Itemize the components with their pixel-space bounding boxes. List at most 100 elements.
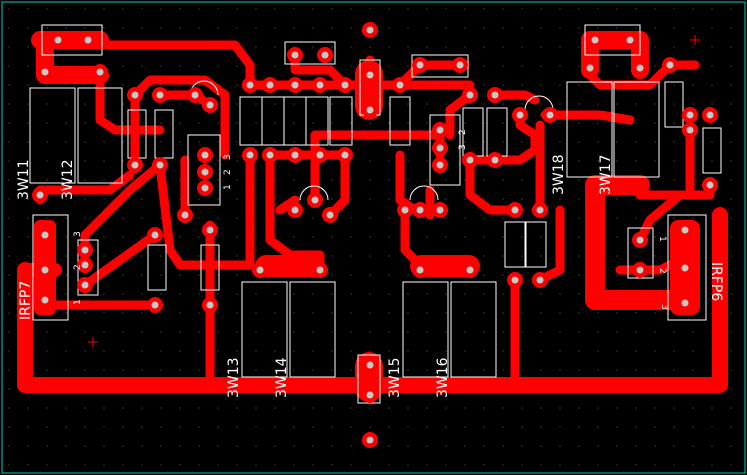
resistor-outline — [525, 221, 547, 268]
resistor-outline — [389, 96, 411, 146]
pin-number: 2 — [73, 264, 83, 270]
drill-hole — [491, 91, 499, 99]
drill-hole — [681, 264, 689, 272]
drill-hole — [636, 236, 644, 244]
label-3w12: 3W12 — [60, 159, 76, 200]
resistor-outline — [504, 221, 526, 268]
trace[interactable] — [155, 150, 255, 270]
label-3w11: 3W11 — [16, 159, 32, 200]
label-3w15: 3W15 — [387, 357, 403, 398]
drill-hole — [316, 151, 324, 159]
resistor-outline-3w11 — [29, 87, 76, 184]
drill-hole — [41, 231, 49, 239]
drill-hole — [131, 91, 139, 99]
drill-hole — [341, 151, 349, 159]
trace[interactable] — [95, 40, 255, 90]
drill-hole — [546, 111, 554, 119]
drill-hole — [84, 36, 92, 44]
trace[interactable] — [635, 185, 715, 245]
resistor-outline — [305, 96, 329, 146]
drill-hole — [81, 261, 89, 269]
drill-hole — [291, 81, 299, 89]
drill-hole — [151, 231, 159, 239]
origin-marker — [88, 337, 98, 347]
label-3w16: 3W16 — [435, 357, 451, 398]
pin-number: 3 — [659, 304, 669, 310]
resistor-outline-3w16 — [450, 281, 497, 378]
power-trace-right[interactable] — [585, 175, 700, 310]
drill-hole — [156, 161, 164, 169]
drill-hole — [96, 68, 104, 76]
drill-hole — [181, 211, 189, 219]
drill-hole — [326, 211, 334, 219]
ic-outline-irfp7 — [32, 214, 69, 321]
label-irfp7: IRFP7 — [18, 281, 34, 320]
drill-hole — [536, 276, 544, 284]
drill-hole — [681, 299, 689, 307]
trace[interactable] — [80, 230, 160, 290]
drill-hole — [291, 206, 299, 214]
resistor-outline-3w15 — [402, 281, 449, 378]
connector-outline — [429, 114, 461, 186]
resistor-outline — [357, 354, 381, 404]
drill-hole — [536, 206, 544, 214]
drill-hole — [246, 81, 254, 89]
resistor-outline — [664, 81, 684, 128]
labels-layer: 3W11 3W12 IRFP7 3W13 3W14 3W15 3W16 3W18… — [16, 129, 724, 398]
trace[interactable] — [465, 110, 540, 165]
trace[interactable] — [540, 110, 635, 125]
drill-hole — [256, 266, 264, 274]
drill-hole — [156, 91, 164, 99]
drill-hole — [416, 61, 424, 69]
trace[interactable] — [585, 60, 675, 90]
ic-outline-irfp6 — [667, 214, 707, 321]
drill-hole — [201, 184, 209, 192]
drill-hole — [191, 91, 199, 99]
drill-hole — [81, 281, 89, 289]
resistor-outline-3w18 — [566, 81, 613, 178]
pin-number: 2 — [458, 129, 468, 135]
drill-hole — [466, 156, 474, 164]
trace[interactable] — [130, 75, 230, 160]
trace[interactable] — [465, 160, 520, 215]
drill-hole — [366, 26, 374, 34]
drill-hole — [516, 111, 524, 119]
drill-hole — [201, 168, 209, 176]
drill-hole — [466, 91, 474, 99]
drill-holes — [32, 22, 718, 448]
label-3w18: 3W18 — [551, 154, 567, 195]
drill-hole — [686, 111, 694, 119]
drill-hole — [686, 126, 694, 134]
resistor-outline — [154, 109, 174, 159]
pin-number: 2 — [657, 268, 667, 274]
drill-hole — [436, 161, 444, 169]
drill-hole — [436, 126, 444, 134]
drill-hole — [436, 206, 444, 214]
drill-hole — [666, 61, 674, 69]
drill-hole — [54, 36, 62, 44]
trace[interactable] — [275, 195, 300, 215]
connector-outline — [627, 227, 654, 279]
drill-hole — [41, 296, 49, 304]
resistor-outline-3w17 — [613, 81, 660, 178]
drill-hole — [401, 206, 409, 214]
drill-hole — [266, 81, 274, 89]
transistor-outline — [409, 185, 439, 201]
drill-hole — [511, 276, 519, 284]
drill-hole — [81, 246, 89, 254]
cap-outline — [584, 24, 641, 56]
drill-hole — [511, 206, 519, 214]
resistor-outline-3w13 — [241, 281, 288, 378]
drill-hole — [316, 266, 324, 274]
drill-hole — [366, 361, 374, 369]
drill-hole — [366, 391, 374, 399]
drill-hole — [491, 156, 499, 164]
pad[interactable] — [255, 255, 325, 277]
resistor-outline — [147, 244, 167, 291]
trace[interactable] — [445, 90, 475, 140]
resistor-outline — [200, 244, 220, 291]
drill-hole — [206, 226, 214, 234]
drill-hole — [436, 144, 444, 152]
pin-number: 3 — [73, 231, 83, 237]
